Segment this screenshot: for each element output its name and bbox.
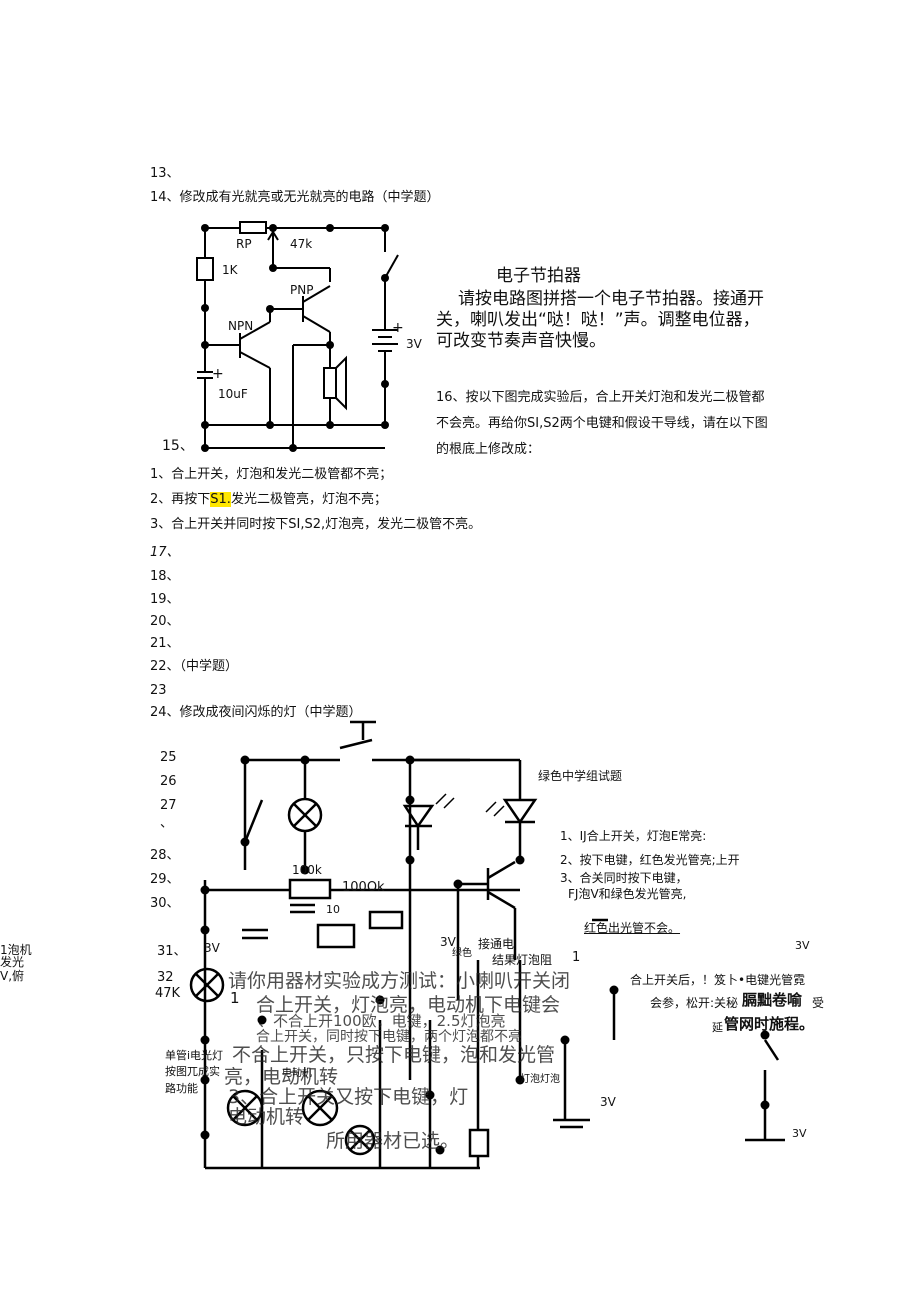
label-3v-b: 3V: [440, 935, 456, 949]
overlap-small-4: 电动机: [282, 1068, 312, 1079]
metronome-line1: 请按电路图拼搭一个电子节拍器。接通开: [458, 289, 764, 309]
label-1k: 1K: [222, 263, 238, 277]
item-15: 15、: [162, 438, 194, 454]
item-28: 28、: [150, 848, 180, 863]
item-23: 23: [150, 683, 167, 698]
item-16-req1: 1、合上开关，灯泡和发光二极管都不亮；: [150, 467, 393, 482]
item-16-req2-b: 发光二极管亮，灯泡不亮；: [230, 492, 387, 507]
overlap-number-2: 1: [572, 950, 581, 965]
right-text-big1: 膈黜卷喻: [742, 991, 803, 1009]
item-16-line1: 16、按以下图完成实验后，合上开关灯泡和发光二极管都: [436, 390, 765, 405]
item-30: 30、: [150, 896, 180, 911]
right-text-b: 会参，松开:关秘: [650, 996, 739, 1010]
green-req3: 3、合关同时按下电键，: [560, 871, 688, 885]
label-10uf: 10uF: [218, 387, 248, 401]
item-24: 24、修改成夜间闪烁的灯（中学题）: [150, 705, 362, 720]
item-20: 20、: [150, 614, 180, 629]
item-26: 26: [160, 774, 177, 789]
label-pnp: PNP: [290, 283, 314, 297]
left-side-text1: 单管i电光灯: [165, 1049, 224, 1062]
label-plus-cap: +: [212, 366, 224, 382]
item-27-mark: 、: [160, 816, 174, 831]
item-16-req2-a: 2、再按下: [150, 492, 211, 507]
item-25: 25: [160, 750, 177, 765]
overlap-small-2: 灯泡灯泡: [520, 1074, 560, 1085]
item-27: 27: [160, 798, 177, 813]
right-text-c: 延: [712, 1021, 723, 1034]
left-side-text2: 按图兀成实: [165, 1065, 220, 1078]
item-21: 21、: [150, 636, 180, 651]
far-left-text1: 1泡机发光: [0, 943, 32, 969]
label-3v-d: 3V: [600, 1095, 616, 1109]
item-32: 32: [157, 970, 174, 985]
item-22: 22、（中学题）: [150, 659, 239, 674]
item-16-req2-highlight: S1.: [210, 492, 231, 507]
overlap-text-6: 亮，电动机转: [224, 1066, 339, 1088]
metronome-title: 电子节拍器: [496, 266, 581, 286]
item-14-title: 14、修改成有光就亮或无光就亮的电路（中学题）: [150, 190, 440, 205]
overlap-number-1: 1: [230, 989, 240, 1007]
green-req3b: FJ泡V和绿色发光管亮,: [568, 887, 687, 901]
green-title: 绿色中学组试题: [538, 769, 623, 783]
green-req1: 1、IJ合上开关，灯泡E常亮:: [560, 829, 707, 843]
item-16-line2: 不会亮。再给你SI,S2两个电键和假设干导线，请在以下图: [436, 416, 768, 431]
label-npn: NPN: [228, 319, 254, 333]
left-side-text3: 路功能: [165, 1082, 198, 1095]
right-text-small: 受: [812, 996, 825, 1010]
item-19: 19、: [150, 592, 180, 607]
metronome-line2: 关，喇叭发出“哒！哒！”声。调整电位器，: [436, 310, 760, 330]
overlap-text-1: 请你用器材实验成方测试：小喇叭开关闭: [228, 970, 571, 992]
label-3v-a: 3V: [204, 941, 220, 955]
label-3v-e: 3V: [792, 1127, 807, 1140]
label-10: 10: [326, 903, 340, 916]
overlap-small-3: 绿色: [452, 948, 472, 959]
overlap-small-1: 接通电: [478, 937, 515, 951]
overlap-text-7: 3、合上开关又按下电键，灯: [228, 1086, 469, 1108]
label-result: 结果灯泡阻: [492, 953, 553, 967]
item-16-req2: 2、再按下S1.发光二极管亮，灯泡不亮；: [150, 492, 387, 508]
right-text-big2: 管网时施程。: [724, 1015, 815, 1033]
label-47k: 47K: [155, 986, 181, 1001]
green-req4: 红色出光管不会。: [584, 921, 681, 935]
overlap-text-5: 不合上开关，只按下电键，泡和发光管: [232, 1044, 556, 1066]
overlap-text-4: 合上开关，同时按下电键，两个灯泡都不亮: [256, 1029, 522, 1045]
label-47k: 47k: [290, 237, 313, 251]
item-16-req3: 3、合上开关并同时按下SI,S2,灯泡亮，发光二极管不亮。: [150, 517, 482, 532]
label-rp: RP: [236, 237, 252, 251]
label-100k: 100k: [292, 863, 322, 877]
label-1000k: 100Ok: [342, 880, 385, 895]
far-left-text2: V,俯: [0, 969, 25, 983]
item-18: 18、: [150, 569, 180, 584]
item-17: 17、: [150, 545, 180, 560]
item-29: 29、: [150, 872, 180, 887]
label-3v: 3V: [406, 337, 422, 351]
overlap-text-9: 所用器材已选。: [326, 1130, 460, 1152]
right-text-a: 合上开关后，！笈卜•电键光管霓: [630, 973, 806, 987]
item-31: 31、: [157, 944, 187, 959]
green-req2: 2、按下电键，红色发光管亮;上开: [560, 853, 740, 867]
overlap-text-2: 合上开关，灯泡亮，电动机下电键会: [256, 994, 561, 1016]
label-3v-c: 3V: [795, 939, 810, 952]
overlap-text-3: 、不合上开100欧，电键，2.5灯泡亮: [258, 1012, 506, 1030]
label-plus-batt: +: [392, 320, 404, 336]
item-13: 13、: [150, 166, 180, 181]
item-16-line3: 的根底上修改成：: [436, 442, 541, 457]
metronome-line3: 可改变节奏声音快慢。: [436, 331, 606, 351]
overlap-text-8: 电动机转: [228, 1106, 305, 1128]
